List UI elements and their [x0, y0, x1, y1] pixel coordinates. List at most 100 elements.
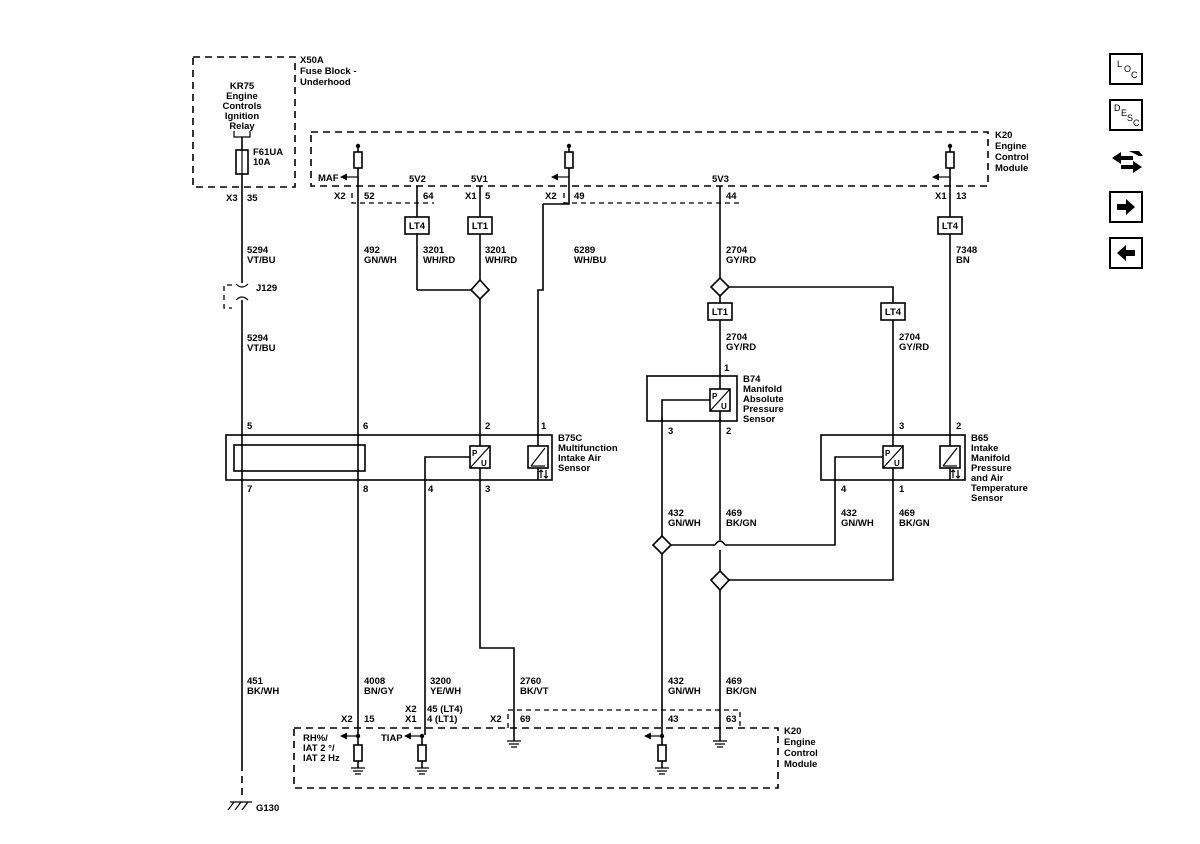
- pin-13: 13: [956, 191, 967, 202]
- wire-label: 2704: [899, 332, 921, 343]
- sensor-b75c: 5 6 2 1 7 8 4 3 B75C Multifunction Intak…: [225, 421, 618, 495]
- previous-page-icon: [1117, 245, 1135, 261]
- conn-x2-e: X2: [490, 714, 502, 725]
- wire-color: GN/WH: [364, 255, 397, 266]
- pin-45: 45 (LT4): [427, 704, 463, 715]
- map-label-3: Pressure: [743, 404, 784, 415]
- wire-color: BK/WH: [247, 686, 279, 697]
- ecm-top-pin-labels: X3 35 X2 52 5V2 64 5V1 X1 5 X2 49 5V3 44…: [226, 174, 967, 204]
- wire-color: BN/GY: [364, 686, 395, 697]
- wire-color: BK/GN: [726, 518, 757, 529]
- signal-5v1: 5V1: [471, 174, 489, 185]
- pin-44: 44: [726, 191, 737, 202]
- wire-label: 2704: [726, 332, 748, 343]
- wire-color: GY/RD: [899, 342, 929, 353]
- location-button-icon: L O C: [1117, 59, 1138, 80]
- wire-label: 5294: [247, 245, 269, 256]
- wire-color: GN/WH: [841, 518, 874, 529]
- wire-label: 469: [726, 508, 742, 519]
- sensor-b65: 3 2 4 1 B65 Intake Manifold Pressure and…: [820, 421, 1028, 504]
- pin-69: 69: [520, 714, 531, 725]
- connector-repair-icon: [1112, 151, 1143, 173]
- wire-label: 4008: [364, 676, 385, 687]
- wire-label: 469: [899, 508, 915, 519]
- conn-x2-d: X2: [405, 704, 417, 715]
- wire-label: 469: [726, 676, 742, 687]
- maf-pin-5: 5: [247, 421, 253, 432]
- wire-label: 432: [668, 508, 684, 519]
- wire-label: 3200: [430, 676, 451, 687]
- option-lt4-b: LT4: [942, 221, 959, 232]
- connector-repair-button[interactable]: [1109, 145, 1145, 179]
- relay-label-2: Engine: [226, 91, 258, 102]
- signal-5v2: 5V2: [409, 174, 426, 185]
- wire-labels: 5294 VT/BU 492 GN/WH 3201 WH/RD 3201 WH/…: [247, 245, 977, 697]
- pin-64: 64: [423, 191, 434, 202]
- desc-d: D: [1114, 103, 1121, 113]
- maf-pin-4: 4: [428, 484, 434, 495]
- location-button[interactable]: L O C: [1109, 53, 1143, 85]
- wire-color: WH/BU: [574, 255, 606, 266]
- map-label-2: Absolute: [743, 394, 784, 405]
- conn-x2-a: X2: [334, 191, 346, 202]
- ecm-top-id: K20: [995, 130, 1012, 141]
- loc-c: C: [1131, 70, 1138, 80]
- pin-5: 5: [485, 191, 491, 202]
- wire-label: 3201: [485, 245, 507, 256]
- ecm-bottom-id: K20: [784, 726, 801, 737]
- signal-tiap: TIAP: [381, 733, 403, 744]
- desc-c: C: [1133, 118, 1140, 128]
- imp-label-6: Sensor: [971, 493, 1004, 504]
- connector-j129: J129: [223, 283, 277, 309]
- wire-color: BK/GN: [726, 686, 757, 697]
- ecm-top-label-1: Engine: [995, 141, 1027, 152]
- fuse-block-id: X50A: [300, 55, 324, 66]
- conn-x1-a: X1: [465, 191, 477, 202]
- ecm-bottom-label-3: Module: [784, 759, 817, 770]
- wire-color: BN: [956, 255, 970, 266]
- next-page-button[interactable]: [1109, 191, 1143, 223]
- wire-label: 492: [364, 245, 380, 256]
- map-p-glyph: P: [712, 392, 718, 401]
- imp-label-1: Intake: [971, 443, 998, 454]
- wire-color: VT/BU: [247, 343, 276, 354]
- j129-label: J129: [256, 283, 277, 294]
- splices: [469, 276, 731, 592]
- maf-id: B75C: [558, 433, 582, 444]
- map-pin-1: 1: [724, 363, 730, 374]
- signal-iat2: IAT 2 °/: [303, 743, 335, 754]
- ecm-bottom-label-1: Engine: [784, 737, 816, 748]
- imp-p-glyph: P: [885, 449, 891, 458]
- imp-pin-2: 2: [956, 421, 961, 432]
- map-pin-3: 3: [668, 426, 673, 437]
- wire-label: 5294: [247, 333, 269, 344]
- maf-pin-6: 6: [363, 421, 368, 432]
- wire-color: GN/WH: [668, 686, 701, 697]
- map-u-glyph: U: [721, 402, 727, 411]
- maf-pin-2: 2: [485, 421, 490, 432]
- pin-49: 49: [574, 191, 585, 202]
- relay-label-4: Ignition: [225, 111, 259, 122]
- map-label-1: Manifold: [743, 384, 782, 395]
- imp-pin-1: 1: [899, 484, 905, 495]
- pin-15: 15: [364, 714, 375, 725]
- fuse-f61ua: F61UA 10A: [235, 147, 283, 175]
- ground-g130: G130: [227, 801, 279, 814]
- maf-label-2: Intake Air: [558, 453, 601, 464]
- loc-o: O: [1124, 64, 1131, 74]
- ecm-internal-pin49: [551, 143, 574, 186]
- desc-e: E: [1121, 108, 1127, 118]
- imp-label-5: Temperature: [971, 483, 1028, 494]
- ecm-top-label-2: Control: [995, 152, 1029, 163]
- previous-page-button[interactable]: [1109, 237, 1143, 269]
- ecm-k20-top: K20 Engine Control Module: [310, 130, 1029, 204]
- description-button[interactable]: D E S C: [1109, 99, 1143, 131]
- maf-pin-3: 3: [485, 484, 490, 495]
- wire-color: YE/WH: [430, 686, 461, 697]
- ecm-k20-bottom: K20 Engine Control Module X2 15 X2 X1 45…: [293, 704, 818, 789]
- imp-label-4: and Air: [971, 473, 1004, 484]
- relay-label-3: Controls: [222, 101, 261, 112]
- wire-label: 6289: [574, 245, 595, 256]
- signal-maf-label: MAF: [318, 173, 339, 184]
- wire-color: WH/RD: [423, 255, 455, 266]
